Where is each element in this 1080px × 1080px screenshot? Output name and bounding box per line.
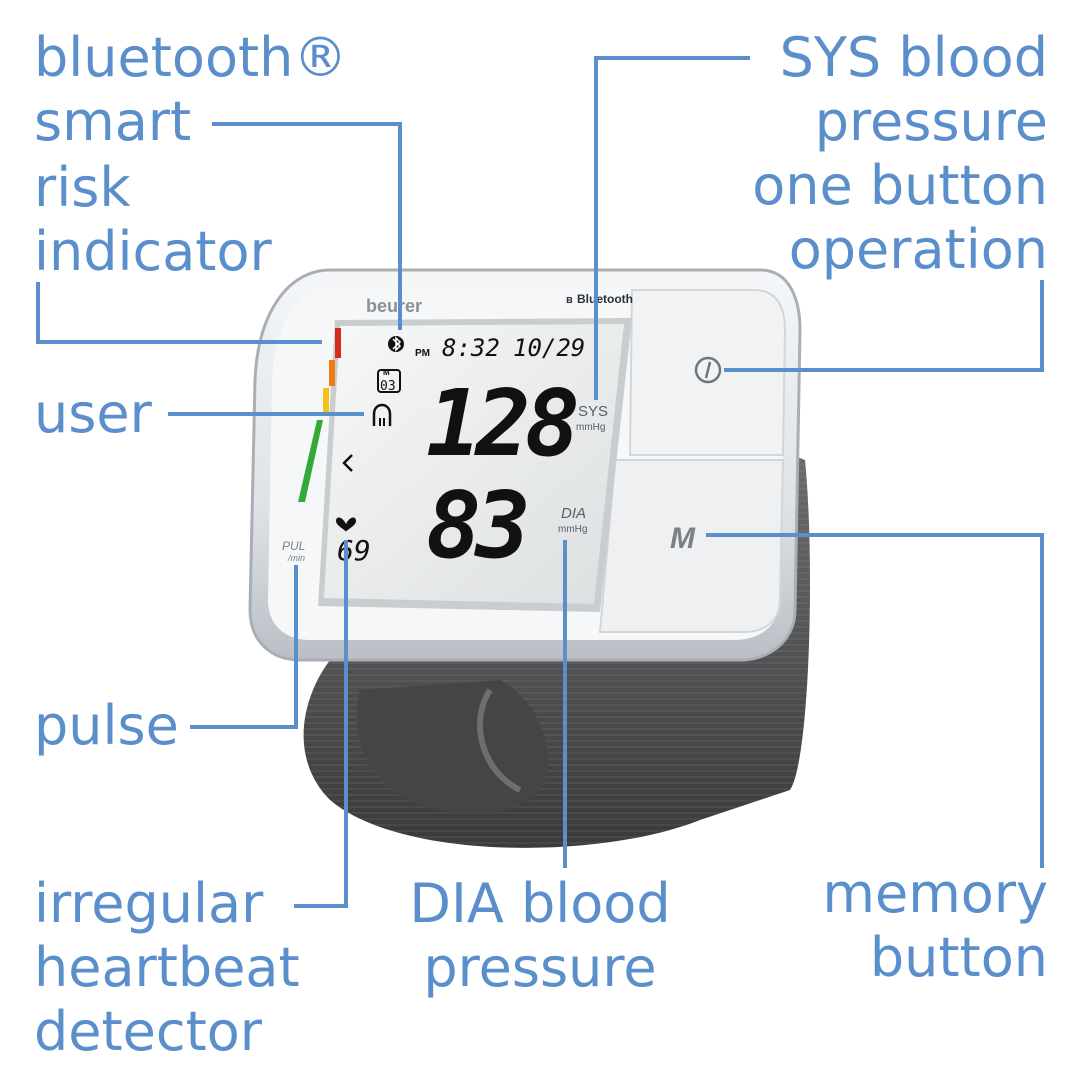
callout-line: operation xyxy=(788,218,1048,281)
leader-pulse xyxy=(190,565,298,729)
memory-user-indicator: M 03 xyxy=(377,368,401,394)
callout-line: heartbeat xyxy=(34,936,300,999)
risk-indicator-bar xyxy=(298,328,341,502)
sys-unit: mmHg xyxy=(576,422,605,433)
callout-line: detector xyxy=(34,1000,262,1063)
callout-line: button xyxy=(869,926,1048,989)
dia-value: 83 xyxy=(426,472,526,579)
callout-sys-blood-pressure: SYS blood pressure one button operation xyxy=(752,26,1048,282)
leader-memory-button xyxy=(706,533,1044,868)
callout-dia-blood-pressure: DIA blood pressure xyxy=(380,872,700,1000)
lcd-bluetooth-icon xyxy=(388,336,404,352)
pul-label: PUL xyxy=(282,539,305,553)
wrist-cuff xyxy=(303,450,810,848)
memory-indicator-letter: M xyxy=(383,368,390,377)
callout-memory-button: memory button xyxy=(822,862,1048,990)
callout-line: one button xyxy=(752,154,1048,217)
dia-label: DIA xyxy=(561,505,586,522)
brand-logo: beurer xyxy=(366,296,422,316)
callout-line: memory xyxy=(822,862,1048,925)
callout-line: indicator xyxy=(34,220,272,283)
leader-bluetooth xyxy=(212,122,402,330)
callout-lines xyxy=(36,56,1044,908)
sys-value: 128 xyxy=(426,370,577,477)
callout-risk-indicator: risk indicator xyxy=(34,156,272,284)
dia-unit: mmHg xyxy=(558,524,587,535)
sys-label: SYS xyxy=(578,403,608,420)
leader-sys xyxy=(594,56,750,400)
callout-line: risk xyxy=(34,156,131,219)
callout-line: SYS blood xyxy=(779,26,1048,89)
callout-line: pulse xyxy=(34,694,179,757)
leader-one-button xyxy=(724,280,1044,372)
lcd-time: 8:32 xyxy=(442,334,500,362)
pul-unit: /min xyxy=(287,553,305,563)
risk-segment-yellow xyxy=(323,388,329,412)
memory-button[interactable]: M xyxy=(670,522,696,555)
risk-segment-orange xyxy=(329,360,335,386)
pulse-value: 69 xyxy=(337,534,371,567)
callout-line: smart xyxy=(34,90,192,153)
risk-segment-red xyxy=(335,328,341,358)
callout-line: pressure xyxy=(423,936,657,999)
chevron-left-icon xyxy=(342,454,353,472)
callout-line: bluetooth® xyxy=(34,26,348,89)
leader-risk-indicator xyxy=(36,282,322,344)
callout-line: irregular xyxy=(34,872,264,935)
callout-line: pressure xyxy=(814,90,1048,153)
risk-segment-green xyxy=(298,420,323,502)
callout-irregular-heartbeat: irregular heartbeat detector xyxy=(34,872,300,1064)
heart-icon xyxy=(336,517,356,532)
memory-user-number: 03 xyxy=(380,379,396,394)
bluetooth-badge-icon: ʙ xyxy=(566,294,573,306)
callout-user: user xyxy=(34,382,152,446)
am-pm-indicator: PM xyxy=(415,348,430,359)
callout-pulse: pulse xyxy=(34,694,179,758)
bluetooth-badge: Bluetooth xyxy=(577,292,633,306)
user-icon xyxy=(372,403,392,426)
power-button[interactable] xyxy=(694,356,722,384)
leader-irregular-heartbeat xyxy=(294,540,348,908)
lcd-date: 10/29 xyxy=(513,334,585,362)
callout-line: user xyxy=(34,382,152,445)
callout-bluetooth-smart: bluetooth® smart xyxy=(34,26,347,154)
callout-line: DIA blood xyxy=(409,872,671,935)
